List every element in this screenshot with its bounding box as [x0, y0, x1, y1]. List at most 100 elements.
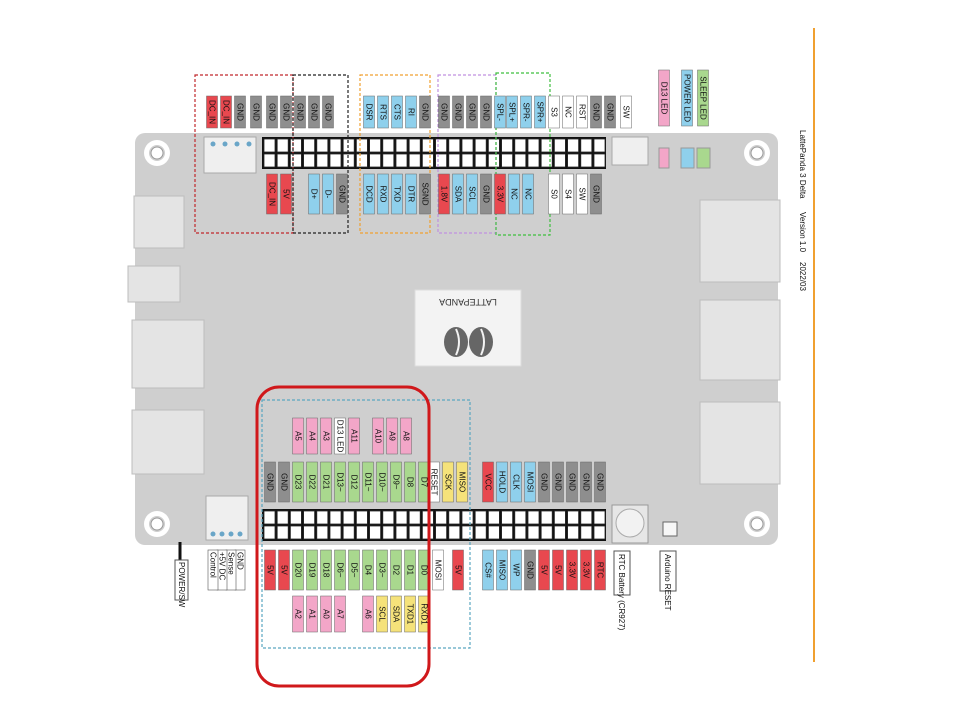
- pin-label: RST: [578, 104, 587, 120]
- pin-label: SPL-: [496, 103, 505, 121]
- header-slot: [316, 525, 329, 540]
- pin-label-box: [280, 95, 292, 129]
- pin-label-box: [419, 173, 431, 215]
- pin-label-box: [494, 173, 506, 215]
- pin-label: D13~: [336, 472, 345, 492]
- pin-label: GND: [440, 103, 449, 121]
- header-slot: [369, 525, 382, 540]
- header-slot: [461, 153, 474, 168]
- pin-label-box: [376, 549, 388, 591]
- pin-label: SDA: [392, 606, 401, 623]
- pin-label-box: [405, 173, 417, 215]
- header-slot: [514, 525, 527, 540]
- pin-label: GND: [282, 103, 291, 121]
- pin-label-box: [480, 173, 492, 215]
- pin-label: A9: [388, 431, 397, 441]
- pin-label: DSR: [365, 104, 374, 121]
- header-slot: [527, 153, 540, 168]
- pin-label: RI: [407, 108, 416, 116]
- pin-label-box: [348, 417, 360, 455]
- pin-label-box: [348, 549, 360, 591]
- pin-label: SPL+: [508, 102, 517, 122]
- pin-label-box: [362, 549, 374, 591]
- pin-label-box: [292, 417, 304, 455]
- pin-label-box: [404, 461, 416, 503]
- header-slot: [435, 153, 448, 168]
- pin-label-box: [306, 417, 318, 455]
- pin-label-box: [594, 549, 606, 591]
- header-slot: [580, 525, 593, 540]
- pin-label: SW: [578, 188, 587, 201]
- header-slot: [355, 525, 368, 540]
- pin-label-box: [266, 95, 278, 129]
- pin-label-box: [524, 461, 536, 503]
- pin-label-box: [264, 461, 276, 503]
- pin-label-box: [432, 549, 444, 591]
- pin-label: NC: [564, 106, 573, 118]
- header-slot: [303, 153, 316, 168]
- pin-label: GND: [454, 103, 463, 121]
- pin-label-box: [334, 595, 346, 633]
- pin-label: D12: [350, 475, 359, 490]
- pin-label: D0: [420, 565, 429, 576]
- pin-label: D8: [406, 477, 415, 488]
- header-slot: [408, 153, 421, 168]
- pin-label: A8: [402, 431, 411, 441]
- pin-label-box: [278, 549, 290, 591]
- header-slot: [329, 138, 342, 153]
- pin-label-box: [391, 173, 403, 215]
- pin-label-box: [391, 95, 403, 129]
- fan-pins: [210, 531, 243, 537]
- pin-label-box: [506, 95, 518, 129]
- pin-label: A0: [322, 609, 331, 619]
- pin-label-box: [590, 173, 602, 215]
- header-slot: [461, 525, 474, 540]
- pin-label: D11~: [364, 473, 373, 492]
- pin-label-box: [538, 549, 550, 591]
- pin-label-box: [452, 95, 464, 129]
- pin-label-box: [292, 595, 304, 633]
- pin-label: SLEEP LED: [699, 76, 708, 120]
- pin-label: DCD: [365, 185, 374, 203]
- header-slot: [514, 138, 527, 153]
- right-ports: [699, 199, 781, 485]
- pin-label-box: [292, 549, 304, 591]
- pin-label: MOSI: [434, 560, 443, 580]
- pin-label-box: [697, 69, 709, 127]
- header-slot: [540, 138, 553, 153]
- pin-label-box: [363, 173, 375, 215]
- pin-label-box: [390, 595, 402, 633]
- pin-label: SCL: [378, 606, 387, 622]
- pin-label-box: [320, 417, 332, 455]
- pin-label-box: [438, 173, 450, 215]
- pin-label: S0: [550, 189, 559, 199]
- header-slot: [382, 510, 395, 525]
- pin-label: D22: [308, 475, 317, 490]
- pin-label: 5V: [454, 565, 463, 575]
- pin-label-box: [234, 95, 246, 129]
- pin-label-box: [566, 461, 578, 503]
- pin-label: MOSI: [526, 472, 535, 492]
- header-slot: [382, 153, 395, 168]
- header-slot: [435, 138, 448, 153]
- pin-label: DC_IN: [268, 182, 277, 206]
- pin-label: 1.8V: [440, 186, 449, 203]
- pin-label-box: [278, 461, 290, 503]
- pin-label-box: [576, 173, 588, 215]
- pin-label: RESET: [430, 469, 439, 496]
- pin-label: GND: [296, 103, 305, 121]
- fan-label-box: [207, 549, 219, 591]
- pin-label-box: [404, 595, 416, 633]
- pin-label-box: [390, 549, 402, 591]
- top-header-slots: [263, 138, 606, 168]
- pin-label-box: [405, 95, 417, 129]
- pin-label-box: [562, 95, 574, 129]
- pin-label: GND: [252, 103, 261, 121]
- pin-label-box: [266, 173, 278, 215]
- pin-label-box: [576, 95, 588, 129]
- pin-label-box: [206, 95, 218, 129]
- fan-label: +5V DC: [218, 552, 227, 580]
- pin-label: D5~: [350, 563, 359, 578]
- pin-label: 5V: [540, 565, 549, 575]
